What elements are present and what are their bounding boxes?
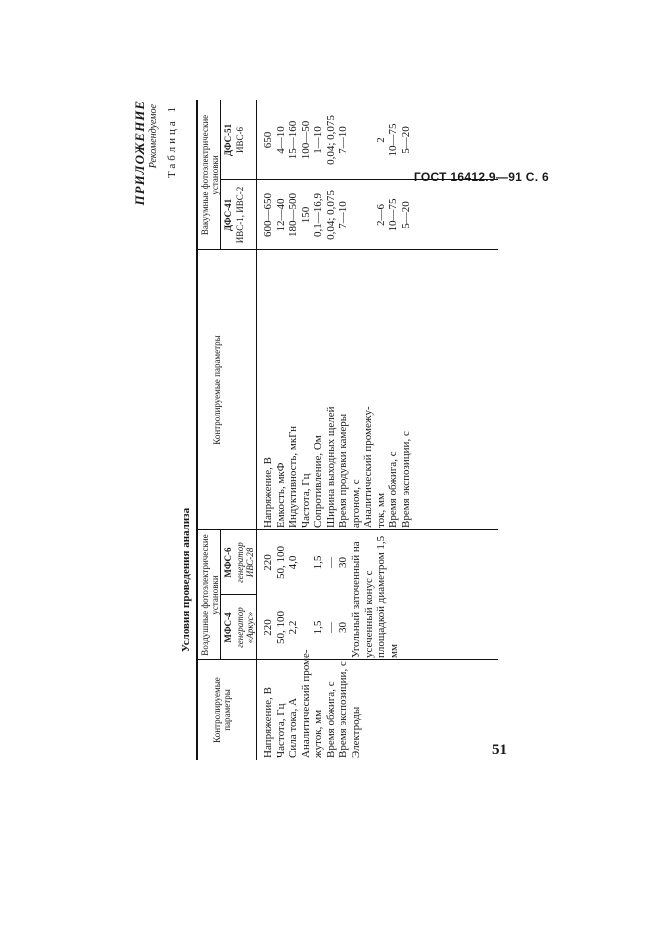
mfs6-values: 220 50, 100 4,0 1,5 — 30 — [262, 546, 349, 579]
gost-header: ГОСТ 16412.9—91 С. 6 — [413, 170, 549, 184]
col-dfs41: ДФС-41 — [223, 198, 233, 232]
col-mfs4: МФС-4 — [223, 612, 233, 643]
col-mfs6: МФС-6 — [223, 547, 233, 578]
header-bottom-line — [256, 100, 257, 760]
appendix-subtitle: Рекомендуемое — [148, 104, 159, 169]
right-group-header: Вакуумные фотоэлектрические установки — [200, 114, 220, 236]
electrodes-value: Угольный заточенный на усеченный конус с… — [350, 535, 400, 658]
left-group-header: Воздушные фотоэлектрические установки — [200, 534, 220, 656]
col-mfs4-generator: генератор «Аркус» — [235, 607, 255, 648]
left-param-list: Напряжение, В Частота, Гц Сила тока, А А… — [262, 649, 362, 758]
col-mfs6-generator: генератор ИВС-28 — [235, 542, 255, 583]
col-dfs41-generator: ИВС-1, ИВС-2 — [235, 186, 245, 244]
table-title: Условия проведения анализа — [180, 507, 192, 653]
col-dfs51-generator: ИВС-6 — [235, 127, 245, 154]
page-number: 51 — [492, 742, 507, 758]
mfs4-values: 220 50, 100 2,2 1,5 — 30 — [262, 611, 349, 644]
col-dfs51: ДФС-51 — [223, 123, 233, 157]
left-param-header: Контролируемые параметры — [212, 677, 232, 743]
right-param-list: Напряжение, В Емкость, мкФ Индуктивность… — [262, 406, 412, 528]
dfs41-values: 600—650 12—40 180—500 150 0,1—16,9 0,04;… — [262, 190, 412, 240]
left-group-line — [220, 530, 221, 660]
right-group-line — [220, 100, 221, 250]
rotated-table-block: ПРИЛОЖЕНИЕ Рекомендуемое Таблица 1 Услов… — [132, 100, 510, 760]
appendix-title: ПРИЛОЖЕНИЕ — [132, 100, 147, 206]
right-param-header: Контролируемые параметры — [212, 335, 222, 445]
dfs51-values: 650 4—10 15—160 100—50 1—10 0,04; 0,075 … — [262, 115, 412, 165]
analysis-table: Контролируемые параметры Воздушные фотоэ… — [196, 100, 498, 760]
table-caption: Таблица 1 — [166, 104, 178, 179]
